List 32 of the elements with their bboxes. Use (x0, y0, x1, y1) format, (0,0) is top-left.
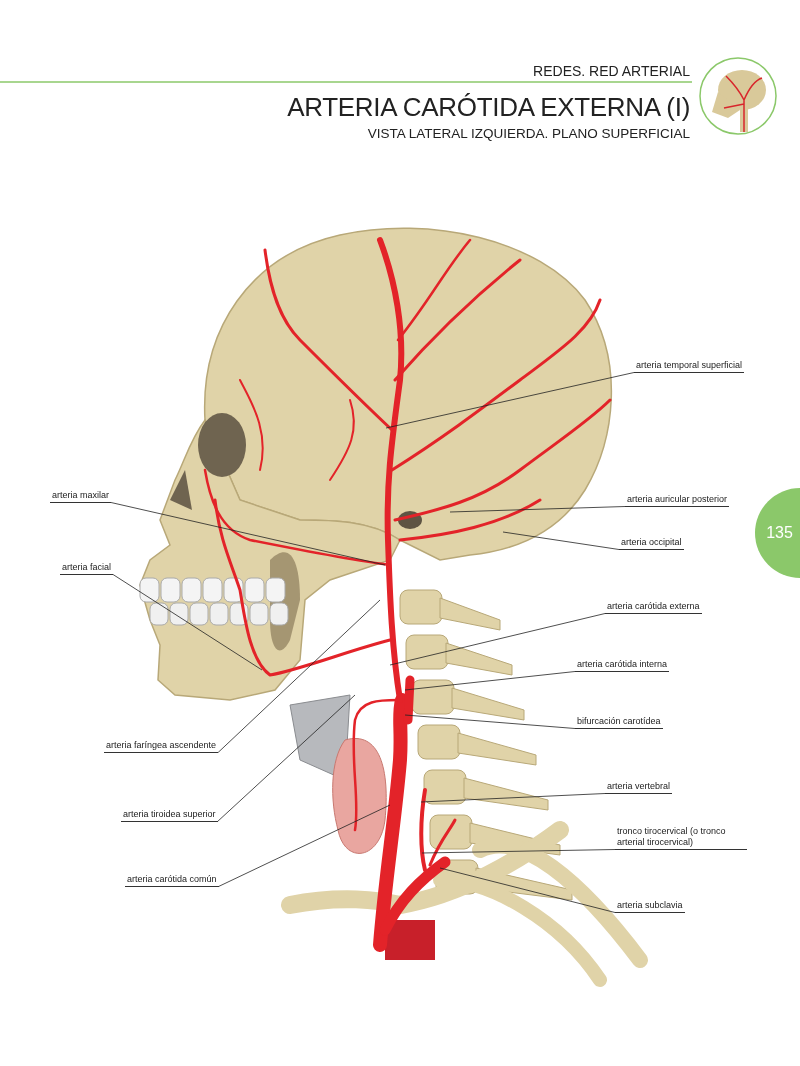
callout-label: arteria carótida externa (605, 601, 702, 614)
leader-line (421, 849, 616, 854)
leader-line (439, 867, 616, 913)
callout-label: arteria maxilar (50, 490, 111, 503)
leader-line (420, 793, 606, 803)
leader-line (502, 531, 620, 550)
leader-line (112, 574, 263, 671)
leader-line (404, 714, 576, 729)
page-title: ARTERIA CARÓTIDA EXTERNA (I) (287, 92, 690, 123)
leader-line (217, 599, 381, 753)
leader-line (385, 372, 635, 429)
callout-label: arteria subclavia (615, 900, 685, 913)
subtitle: VISTA LATERAL IZQUIERDA. PLANO SUPERFICIAL (367, 126, 690, 141)
leader-line (217, 694, 356, 822)
leader-line (110, 502, 386, 566)
callout-label: arteria temporal superficial (634, 360, 745, 373)
callout-label: arteria vertebral (605, 781, 673, 794)
callout-label: bifurcación carotídea (575, 716, 663, 729)
page-number-tab: 135 (755, 488, 800, 578)
callout-label: arteria carótida común (125, 874, 219, 887)
callout-label: arteria facial (60, 562, 114, 575)
callout-label: arteria carótida interna (575, 659, 670, 672)
leader-line (218, 804, 391, 887)
callout-label: arteria tiroidea superior (121, 809, 218, 822)
callout-label: arteria auricular posterior (625, 494, 730, 507)
leader-line (449, 506, 626, 513)
leader-line (389, 613, 606, 666)
section-heading: REDES. RED ARTERIAL (533, 63, 690, 79)
leader-line (404, 671, 576, 691)
callout-label: tronco tirocervical (o tronco arterial tirocervical) (615, 826, 747, 850)
callout-label: arteria occipital (619, 537, 684, 550)
callout-label: arteria faríngea ascendente (104, 740, 219, 753)
